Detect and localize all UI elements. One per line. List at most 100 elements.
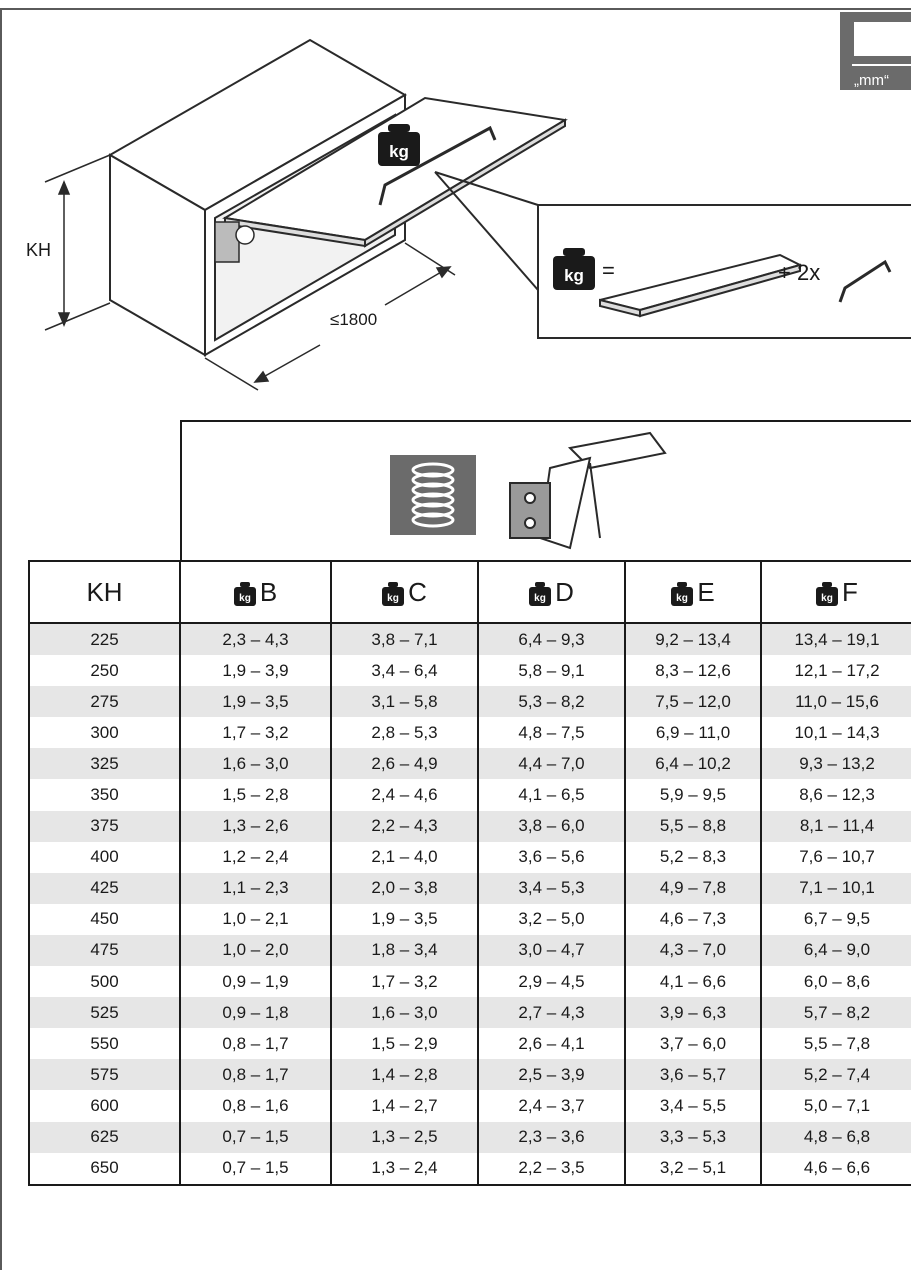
table-cell: 250 — [28, 655, 181, 687]
height-label: KH — [26, 240, 52, 260]
table-cell: 13,4 – 19,1 — [760, 623, 911, 656]
table-cell: 4,9 – 7,8 — [624, 872, 762, 904]
table-cell: 6,7 – 9,5 — [760, 903, 911, 935]
table-cell: 1,7 – 3,2 — [330, 966, 479, 998]
table-header-illustration-box — [180, 420, 911, 560]
table-cell: 0,9 – 1,8 — [179, 997, 332, 1029]
unit-badge-arrow-icon — [852, 64, 911, 66]
table-cell: 2,9 – 4,5 — [477, 966, 626, 998]
lift-mechanism-icon — [214, 221, 255, 263]
table-cell: 8,3 – 12,6 — [624, 655, 762, 687]
table-cell: 5,3 – 8,2 — [477, 686, 626, 718]
table-cell: 3,4 – 5,5 — [624, 1090, 762, 1122]
table-cell: 4,3 – 7,0 — [624, 934, 762, 967]
table-cell: 1,4 – 2,7 — [330, 1090, 479, 1122]
handle-icon — [378, 125, 497, 206]
table-cell: 4,8 – 7,5 — [477, 717, 626, 749]
table-cell: 5,9 – 9,5 — [624, 779, 762, 811]
panel-icon — [599, 253, 803, 318]
table-cell: 5,5 – 8,8 — [624, 810, 762, 842]
table-cell: 5,7 – 8,2 — [760, 997, 911, 1029]
table-cell: 575 — [28, 1059, 181, 1091]
table-cell: 2,8 – 5,3 — [330, 717, 479, 749]
table-cell: 1,3 – 2,5 — [330, 1121, 479, 1153]
page-border — [0, 8, 16, 1270]
plus-two-times-label: + 2x — [778, 260, 821, 285]
weight-icon: kg — [671, 581, 694, 606]
table-cell: 6,4 – 9,3 — [477, 623, 626, 656]
table-cell: 425 — [28, 872, 181, 904]
small-handle-icon — [838, 259, 892, 303]
table-cell: 5,0 – 7,1 — [760, 1090, 911, 1122]
table-cell: 3,6 – 5,7 — [624, 1059, 762, 1091]
table-cell: 3,4 – 6,4 — [330, 655, 479, 687]
table-cell: 4,8 – 6,8 — [760, 1121, 911, 1153]
table-cell: 1,3 – 2,4 — [330, 1152, 479, 1186]
table-cell: 6,4 – 10,2 — [624, 748, 762, 780]
table-cell: 0,8 – 1,6 — [179, 1090, 332, 1122]
table-cell: 6,9 – 11,0 — [624, 717, 762, 749]
table-cell: 525 — [28, 997, 181, 1029]
width-label: ≤1800 — [330, 310, 378, 329]
table-cell: 300 — [28, 717, 181, 749]
table-cell: 5,5 – 7,8 — [760, 1028, 911, 1060]
table-cell: 8,6 – 12,3 — [760, 779, 911, 811]
table-cell: 2,2 – 3,5 — [477, 1152, 626, 1186]
table-cell: 2,0 – 3,8 — [330, 872, 479, 904]
svg-text:kg: kg — [676, 593, 688, 604]
table-cell: 1,3 – 2,6 — [179, 810, 332, 842]
table-cell: 3,8 – 7,1 — [330, 623, 479, 656]
table-cell: 275 — [28, 686, 181, 718]
table-cell: 3,7 – 6,0 — [624, 1028, 762, 1060]
table-cell: 1,7 – 3,2 — [179, 717, 332, 749]
table-cell: 1,0 – 2,1 — [179, 903, 332, 935]
table-cell: 375 — [28, 810, 181, 842]
table-cell: 6,0 – 8,6 — [760, 966, 911, 998]
table-cell: 2,1 – 4,0 — [330, 841, 479, 873]
svg-text:kg: kg — [389, 142, 409, 161]
weight-icon: kg — [382, 581, 405, 606]
svg-text:kg: kg — [821, 593, 833, 604]
svg-text:kg: kg — [239, 593, 251, 604]
lift-fitting-icon — [509, 431, 667, 550]
svg-text:kg: kg — [387, 593, 399, 604]
table-cell: 4,6 – 6,6 — [760, 1152, 911, 1186]
table-cell: 3,8 – 6,0 — [477, 810, 626, 842]
table-cell: 4,1 – 6,5 — [477, 779, 626, 811]
table-cell: 2,4 – 4,6 — [330, 779, 479, 811]
unit-badge-window — [854, 22, 911, 56]
table-cell: 9,3 – 13,2 — [760, 748, 911, 780]
callout-box — [434, 171, 911, 339]
table-cell: 7,1 – 10,1 — [760, 872, 911, 904]
equals-sign: = — [602, 258, 615, 283]
weight-icon: kg — [378, 124, 420, 166]
table-cell: 2,3 – 3,6 — [477, 1121, 626, 1153]
table-cell: 4,4 – 7,0 — [477, 748, 626, 780]
table-cell: 2,5 – 3,9 — [477, 1059, 626, 1091]
width-dimension — [204, 242, 456, 391]
table-cell: 8,1 – 11,4 — [760, 810, 911, 842]
table-cell: 2,6 – 4,1 — [477, 1028, 626, 1060]
table-cell: 650 — [28, 1152, 181, 1186]
table-cell: 1,9 – 3,9 — [179, 655, 332, 687]
unit-badge-label: „mm“ — [854, 72, 889, 89]
table-cell: 1,9 – 3,5 — [179, 686, 332, 718]
